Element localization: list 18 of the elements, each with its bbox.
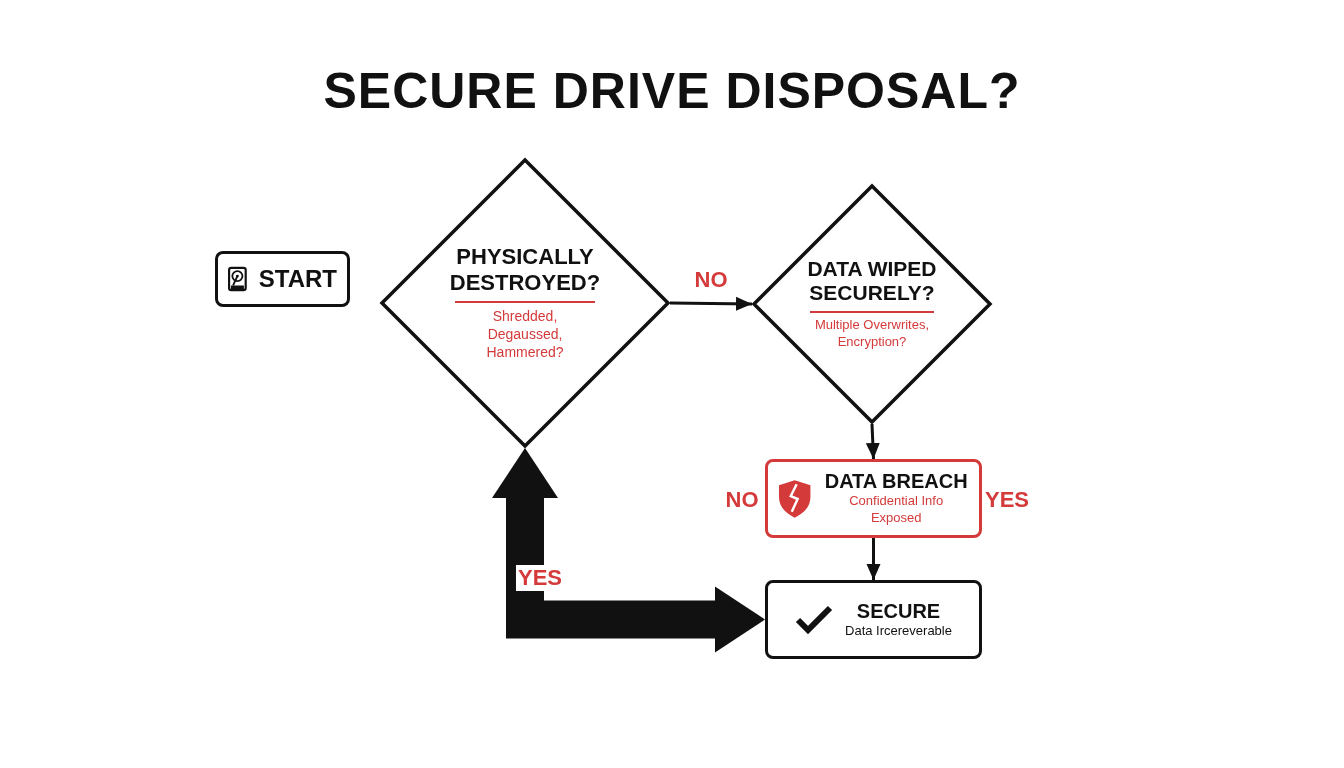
title: SECURE DRIVE DISPOSAL? — [323, 62, 1021, 120]
box-title: DATA BREACH — [824, 470, 968, 494]
arrow — [865, 423, 880, 460]
question-detail: Multiple Overwrites, Encryption? — [813, 317, 931, 352]
edge-label: YES — [516, 564, 564, 591]
outcome-box — [765, 580, 982, 659]
outcome-box — [765, 459, 982, 538]
start-box — [215, 251, 350, 307]
box-subtitle: Data Ircereverable — [845, 622, 952, 640]
box-subtitle: Confidential Info Exposed — [848, 493, 945, 527]
box-title: SECURE — [856, 599, 941, 623]
box-title: START — [258, 265, 337, 293]
question-text: PHYSICALLY DESTROYED? — [448, 244, 602, 295]
thick-arrow — [492, 448, 765, 653]
question-detail: Shredded, Degaussed, Hammered? — [485, 307, 565, 362]
arrow — [866, 538, 881, 580]
question-text: DATA WIPED SECURELY? — [806, 256, 938, 306]
arrow — [669, 296, 753, 311]
